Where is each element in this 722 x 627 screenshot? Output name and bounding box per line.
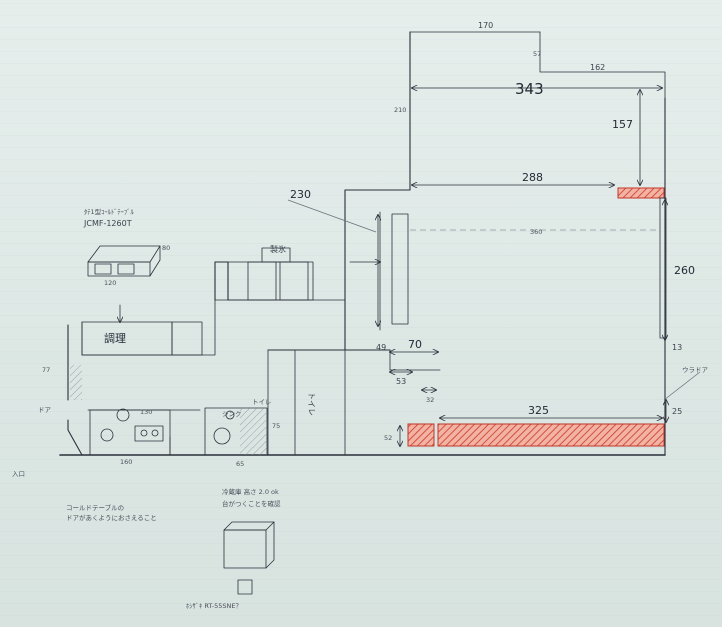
fridge-model-line2: JCMF-1260T — [83, 219, 132, 228]
dimension-lines — [287, 88, 701, 446]
prep-table-label: 調理 — [104, 331, 126, 345]
dim-170: 170 — [478, 21, 493, 30]
door-left-label: ドア — [38, 406, 52, 414]
equipment-top — [227, 247, 314, 301]
counter-long-hatched — [437, 423, 665, 447]
sink-label: シンク — [222, 410, 242, 418]
back-door-label: ウラドア — [682, 366, 709, 374]
dim-360: 360 — [530, 228, 542, 236]
dim-210: 210 — [394, 106, 406, 114]
freezer-note-line2: 台がつくことを確認 — [222, 499, 281, 508]
top-equipment-label: 製氷 — [270, 244, 286, 254]
dim-49: 49 — [376, 343, 386, 352]
entrance-label: 入口 — [12, 470, 25, 478]
dim-288: 288 — [522, 171, 543, 184]
counter-end-hatched — [407, 423, 435, 447]
dim-75: 75 — [272, 422, 280, 430]
shelf-upper-hatched — [617, 187, 665, 199]
dim-343: 343 — [515, 80, 544, 98]
dim-77: 77 — [42, 366, 50, 374]
dim-13: 13 — [672, 343, 682, 352]
dim-70: 70 — [408, 338, 422, 351]
dim-25: 25 — [672, 407, 682, 416]
dim-65: 65 — [236, 460, 244, 468]
dim-57: 57 — [533, 50, 541, 58]
cold-table-note-line1: コールドテーブルの — [66, 503, 124, 512]
vertical-panels — [379, 197, 667, 339]
freezer-note-line1: 冷蔵庫 高さ 2.0 ok — [222, 487, 279, 496]
dim-130: 130 — [140, 408, 152, 416]
toilet-label: トイレ — [307, 392, 316, 416]
dim-52: 52 — [384, 434, 392, 442]
dim-120: 120 — [104, 279, 116, 287]
dim-32: 32 — [426, 396, 434, 404]
dim-53: 53 — [396, 377, 406, 386]
dim-160: 160 — [120, 458, 132, 466]
dim-230: 230 — [290, 188, 311, 201]
freezer-sketch — [223, 521, 275, 595]
dim-162: 162 — [590, 63, 605, 72]
dim-80: 80 — [162, 244, 170, 252]
cold-table-note-line2: ドアがあくようにおさえること — [66, 513, 157, 522]
freezer-model: ﾎｼｻﾞｷ RT-55SNE？ — [186, 602, 242, 610]
dim-325: 325 — [528, 404, 549, 417]
cold-table-sketch — [87, 245, 161, 277]
kitchen-prep-area — [70, 304, 268, 456]
fridge-model-line1: ﾀﾃ1型ｺｰﾙﾄﾞﾃｰﾌﾞﾙ — [84, 207, 134, 216]
dim-260: 260 — [674, 264, 695, 277]
room-outline — [59, 31, 666, 456]
toilet-small-label: トイレ — [252, 398, 272, 406]
dim-157: 157 — [612, 118, 633, 131]
